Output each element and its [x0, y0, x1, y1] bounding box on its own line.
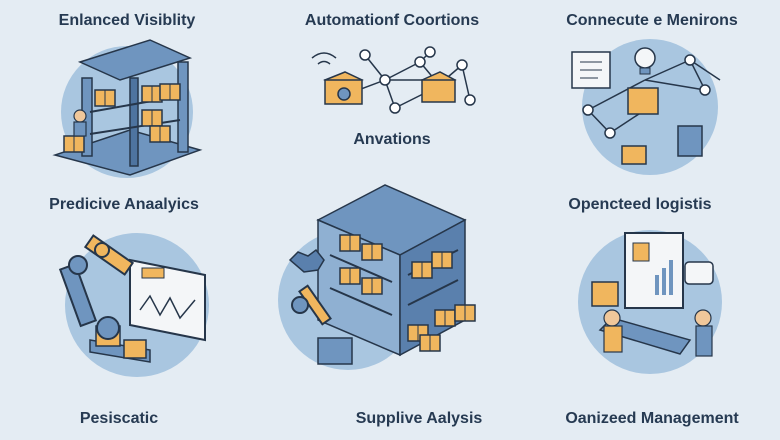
logistics-workstation-illustration — [578, 230, 722, 374]
label-annotations: Anvations — [353, 131, 431, 148]
label-optimized-logistics: Opencteed logistis — [568, 196, 712, 213]
label-automation: Automationf Coortions — [304, 12, 480, 29]
label-optimized-management: Oanizeed Management — [565, 410, 739, 427]
central-warehouse-illustration — [278, 184, 476, 370]
automation-network-illustration — [311, 46, 476, 114]
robot-arm-monitor-illustration — [58, 233, 209, 377]
warehouse-shelf-illustration — [52, 39, 203, 178]
label-enhanced-visibility: Enlanced Visiblity — [58, 12, 196, 29]
label-connected: Connecute e Menirons — [566, 12, 738, 29]
label-supply-analysis: Supplive Aalysis — [355, 410, 483, 427]
label-periscatic: Pesiscatic — [79, 410, 159, 427]
connected-devices-illustration — [571, 39, 721, 175]
label-predictive: Predicive Anaalyics — [49, 196, 199, 213]
